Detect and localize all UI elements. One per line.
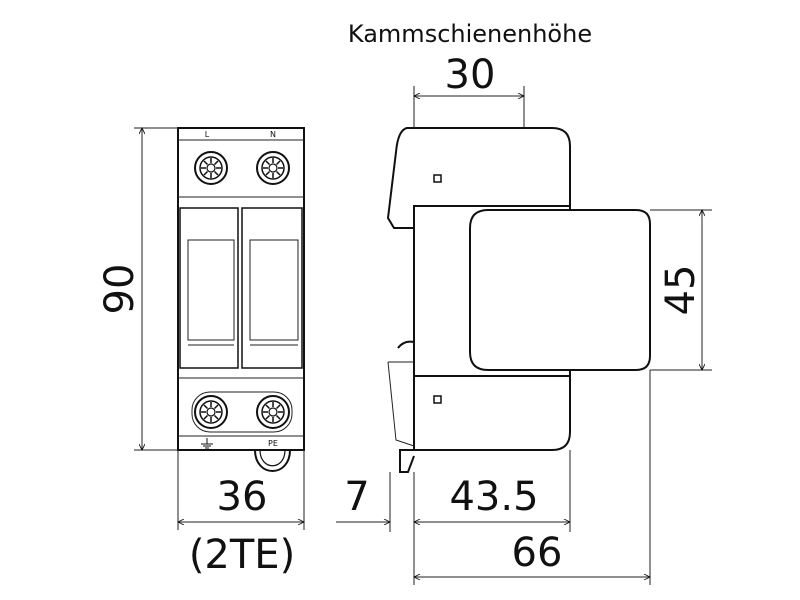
- terminal-screw-icon: [194, 151, 228, 185]
- terminal-screw-icon: [194, 395, 228, 429]
- terminal-screw-icon: [256, 151, 290, 185]
- protection-module-left: [179, 207, 239, 369]
- plug-in-module-side: [469, 209, 651, 371]
- dimension-depth-total: 66: [512, 530, 563, 576]
- ground-icon: [201, 438, 213, 449]
- side-view: [386, 127, 651, 473]
- din-rail-clip: [397, 340, 415, 473]
- dimension-width-units: (2TE): [189, 532, 295, 578]
- dimension-comb-busbar: 30: [445, 52, 496, 98]
- dimension-module-height: 45: [658, 265, 704, 316]
- protection-module-right: [241, 207, 303, 369]
- terminal-label-l: L: [205, 130, 210, 139]
- dimension-height: 90: [97, 264, 143, 315]
- dimension-rail-offset: 7: [344, 474, 369, 520]
- drawing-title: Kammschienenhöhe: [348, 20, 592, 48]
- terminal-label-pe: PE: [268, 439, 278, 448]
- dimension-depth-partial: 43.5: [449, 474, 538, 520]
- front-view: L N PE: [177, 127, 305, 472]
- dimension-width: 36: [217, 474, 268, 520]
- side-housing-bottom: [413, 375, 571, 451]
- terminal-label-n: N: [270, 130, 276, 139]
- pe-wire-loop: [254, 449, 291, 472]
- terminal-screw-icon: [256, 395, 290, 429]
